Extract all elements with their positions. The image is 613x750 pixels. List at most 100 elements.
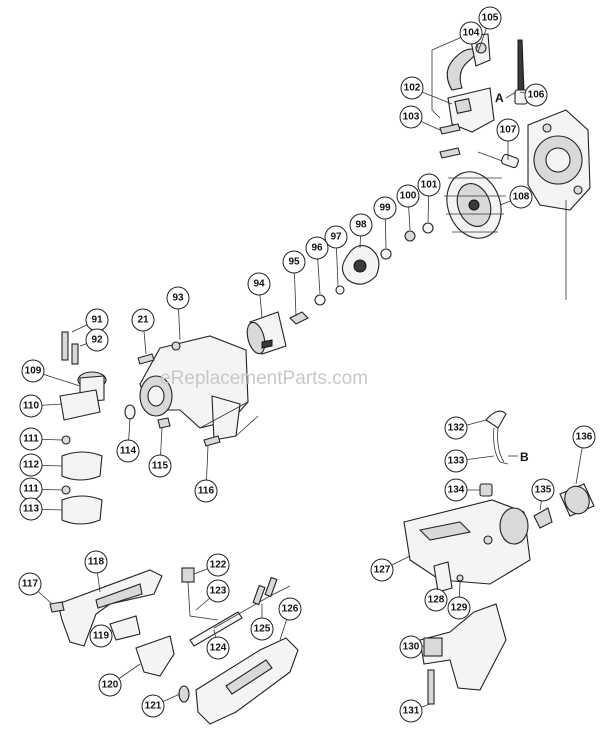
part-119 [109,615,141,641]
part-number-label: 107 [500,125,517,136]
callout-bubble [19,497,43,521]
part-number-label: 115 [152,461,169,472]
callout-bubble [400,76,424,100]
part-number-label: 99 [379,203,391,214]
part-number-label: 113 [23,504,40,515]
callout-96: 96 [305,236,329,295]
callout-bubble [278,597,302,621]
callout-128: 128 [424,588,448,612]
oring-114 [124,404,136,420]
callout-bubble [496,118,520,142]
part-number-label: 117 [22,579,39,590]
spark-plug-wire [514,39,528,105]
callout-121: 121 [141,693,181,718]
washer-nut-100-101 [404,222,434,242]
callout-bubble [531,478,555,502]
part-number-label: 136 [576,432,593,443]
gear-case-93 [139,335,259,441]
callout-107: 107 [496,118,520,160]
cord-107 [477,151,519,169]
clamp-113 [61,495,103,525]
cable-124 [189,585,291,647]
callout-94: 94 [247,272,271,319]
callout-bubble [399,105,423,129]
part-number-label: 21 [137,315,149,326]
callout-bubble [19,394,43,418]
part-number-label: 93 [172,293,184,304]
callout-bubble [424,588,448,612]
callout-125: 125 [250,604,274,641]
callout-bubble [324,225,348,249]
part-number-label: 135 [535,485,552,496]
callout-bubble [194,479,218,503]
callout-104: 104 [459,21,483,49]
callout-bubble [84,550,108,574]
handle-118 [57,569,163,647]
callout-113: 113 [19,497,63,521]
part-number-label: 101 [421,180,438,191]
callout-109: 109 [21,359,81,387]
callout-116: 116 [194,445,218,503]
part-number-label: 123 [210,586,227,597]
part-number-label: 131 [403,706,420,717]
part-number-label: 127 [374,565,391,576]
part-number-label: 95 [288,257,300,268]
part-number-label: 133 [448,456,465,467]
ignition-coil-group [431,29,495,133]
clamp-112 [61,451,103,481]
part-number-label: 104 [463,28,480,39]
callout-bubble [459,21,483,45]
reference-mark-a: A [495,91,504,105]
bolts-103 [439,123,461,159]
part-number-label: 98 [355,220,367,231]
switch-122-123 [181,567,219,621]
callout-108: 108 [499,185,533,209]
clutch-98-99 [341,245,392,285]
callout-bubble [373,196,397,220]
part-number-label: 97 [330,232,342,243]
part-number-label: 125 [254,624,271,635]
screw-117 [49,601,65,613]
callout-bubble [247,272,271,296]
callout-bubble [524,83,548,107]
callout-119: 119 [89,624,113,648]
callout-bubble [89,624,113,648]
nut-111-top [61,435,71,445]
callout-bubble [85,328,109,352]
part-number-label: 94 [253,279,265,290]
clamp-110 [59,389,101,421]
callout-bubble [417,173,441,197]
callout-bubble [444,449,468,473]
callout-111: 111 [19,477,63,501]
callout-105: 105 [477,6,502,53]
callout-120: 120 [98,663,141,697]
callout-117: 117 [18,572,53,605]
callout-bubble [148,454,172,478]
part-number-label: 103 [403,112,420,123]
part-number-label: 92 [91,335,103,346]
callout-118: 118 [84,550,108,593]
callout-100: 100 [396,184,420,231]
fuel-tank-127 [403,499,531,585]
flywheel-108 [444,171,506,239]
callout-bubble [572,425,596,449]
part-number-label: 111 [23,434,39,445]
callout-bubble [399,635,423,659]
fuel-cap-136 [559,483,595,517]
part-number-label: 122 [210,560,227,571]
callout-112: 112 [19,453,63,477]
callout-114: 114 [116,417,140,463]
callout-133: 133 [444,449,495,473]
part-number-label: 100 [400,191,417,202]
callout-bubble [250,617,274,641]
callout-97: 97 [324,225,348,287]
callout-bubble [206,579,230,603]
callout-124: 124 [206,629,230,660]
callout-115: 115 [148,427,172,478]
weight-128-129 [433,561,464,593]
callout-bubble [444,478,468,502]
callout-102: 102 [400,76,453,105]
part-number-label: 128 [428,595,445,606]
part-number-label: 91 [91,315,103,326]
